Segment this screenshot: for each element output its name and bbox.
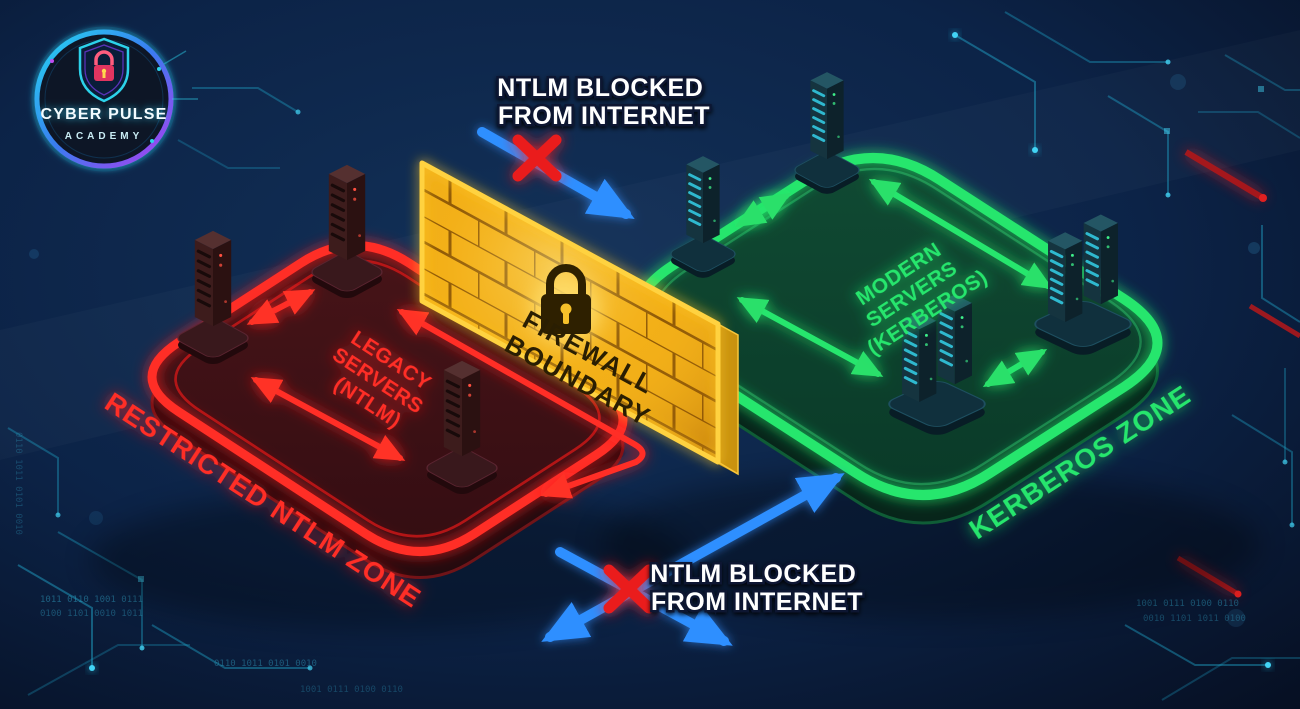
red-arrow [396, 309, 646, 499]
top-blocked-label: NTLM BLOCKED FROM INTERNET [497, 74, 710, 130]
firewall-side-edge [717, 322, 739, 476]
firewall-outline [419, 160, 721, 465]
lock-icon [532, 264, 600, 344]
binary-text: 1001 0111 0100 0110 [1136, 599, 1239, 609]
binary-text: 1001 0111 0100 0110 [300, 685, 403, 695]
binary-text: 0010 1101 1011 0100 [1143, 614, 1246, 624]
red-arrow [250, 377, 406, 461]
green-arrow [868, 178, 1054, 290]
kerberos-connections [734, 178, 1054, 388]
shield-lock-icon [78, 37, 130, 103]
red-arrow [246, 289, 316, 325]
green-arrow [734, 192, 792, 228]
logo-title: CYBER PULSE [41, 106, 168, 123]
logo-badge: CYBER PULSE ACADEMY [31, 26, 198, 172]
blue-arrow-bottom-left [541, 473, 845, 642]
logo-subtitle: ACADEMY [65, 131, 144, 142]
x-icon [603, 564, 655, 614]
ntlm-connections [246, 289, 646, 499]
binary-text: 0110 1011 0101 0010 [13, 432, 23, 535]
circuit-bokeh [29, 74, 1260, 627]
x-icon [512, 134, 562, 182]
firewall-wall: FIREWALL BOUNDARY [419, 160, 739, 476]
green-arrow [736, 297, 884, 377]
binary-text: 0100 1101 0010 1011 [40, 609, 143, 619]
circuit-nodes [55, 32, 1295, 671]
binary-text: 1011 0110 1001 0111 [40, 595, 143, 605]
green-arrow [982, 348, 1048, 388]
circuit-traces [7, 11, 1300, 701]
blocked-traffic [477, 127, 845, 646]
binary-decor: 1011 0110 1001 0111 0100 1101 0010 1011 … [13, 432, 1246, 695]
binary-text: 0110 1011 0101 0010 [214, 659, 317, 669]
bottom-blocked-label: NTLM BLOCKED FROM INTERNET [650, 560, 863, 616]
